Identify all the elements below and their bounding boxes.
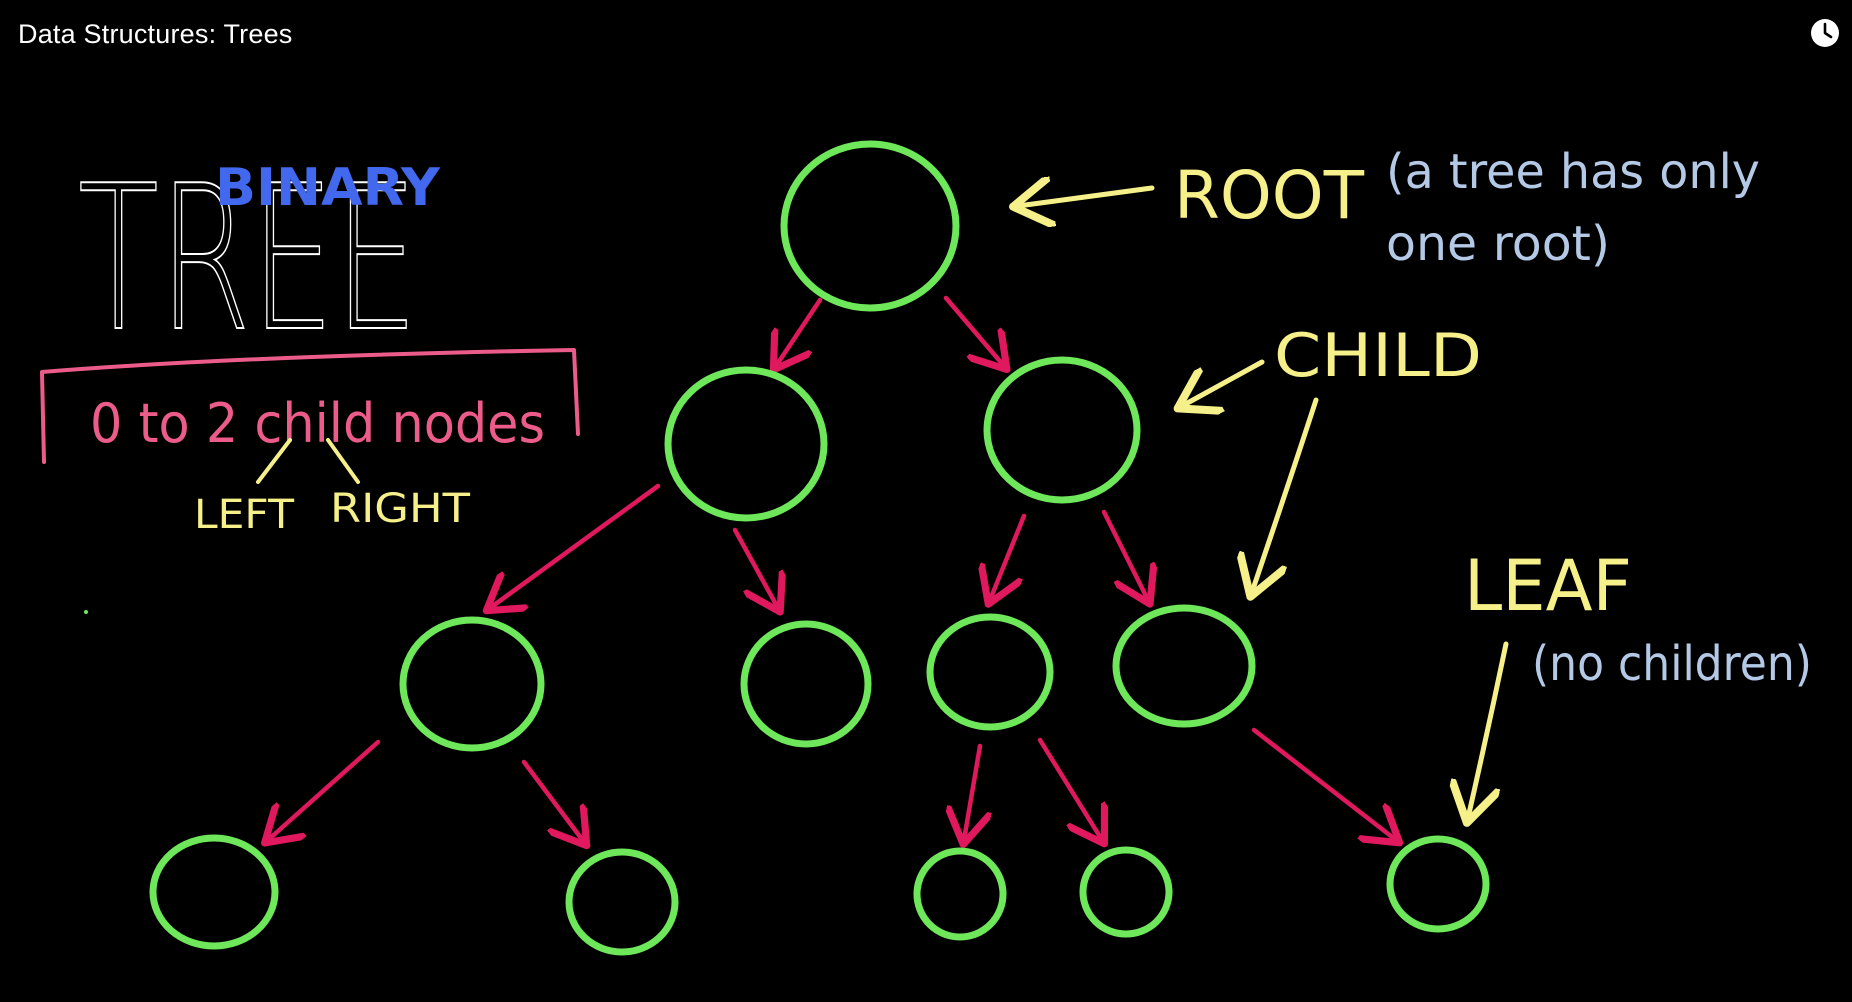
edge-r2-right bbox=[1251, 727, 1396, 840]
leaf-note: (no children) bbox=[1532, 636, 1812, 692]
node-right-right bbox=[1112, 604, 1256, 728]
node-root bbox=[780, 140, 960, 312]
node-left-child bbox=[664, 366, 828, 522]
edge-m2-left bbox=[964, 743, 980, 840]
node-leaf-4 bbox=[1079, 846, 1173, 938]
rule-right-stroke bbox=[326, 438, 360, 484]
child-label: CHILD bbox=[1274, 321, 1482, 391]
edge-r1-right bbox=[1101, 509, 1148, 600]
watch-later-button[interactable] bbox=[1810, 18, 1840, 48]
left-label: LEFT bbox=[194, 492, 295, 538]
tree-nodes bbox=[149, 140, 1490, 956]
node-leaf-1 bbox=[149, 834, 279, 950]
tree-edges bbox=[268, 295, 1396, 842]
edge-l2-right bbox=[521, 759, 584, 842]
leaf-label: LEAF bbox=[1464, 545, 1632, 627]
edge-l2-left bbox=[268, 739, 381, 840]
node-right-left bbox=[926, 613, 1054, 731]
edge-root-right bbox=[943, 295, 1004, 366]
edge-root-left bbox=[776, 297, 823, 366]
rule-text: 0 to 2 child nodes bbox=[90, 392, 545, 455]
root-note-line1: (a tree has only bbox=[1386, 144, 1760, 200]
child-arrow-side bbox=[1182, 359, 1265, 406]
clock-icon bbox=[1811, 19, 1839, 47]
node-leaf-5 bbox=[1386, 835, 1490, 933]
rule-left-stroke bbox=[256, 438, 292, 484]
edge-r1-left bbox=[990, 513, 1027, 600]
edge-l1-left bbox=[490, 483, 661, 608]
video-title-bar: Data Structures: Trees bbox=[0, 0, 1852, 70]
node-left-left bbox=[399, 616, 545, 752]
edge-m2-right bbox=[1037, 737, 1102, 840]
root-note-line2: one root) bbox=[1386, 216, 1610, 272]
root-label: ROOT bbox=[1174, 157, 1365, 234]
right-label: RIGHT bbox=[330, 486, 471, 532]
root-arrow bbox=[1018, 188, 1155, 206]
heading-binary: BINARY bbox=[215, 158, 441, 218]
leaf-arrow bbox=[1468, 641, 1509, 818]
node-leaf-2 bbox=[565, 848, 679, 956]
edge-l1-right bbox=[732, 527, 778, 608]
node-left-right bbox=[740, 620, 872, 748]
heading-tree: TREE bbox=[78, 143, 418, 376]
child-arrow-down bbox=[1252, 397, 1319, 592]
video-title[interactable]: Data Structures: Trees bbox=[18, 19, 293, 49]
node-right-child bbox=[983, 356, 1141, 504]
stray-dot bbox=[84, 610, 88, 614]
node-leaf-3 bbox=[913, 847, 1007, 941]
rule-box bbox=[40, 348, 580, 464]
